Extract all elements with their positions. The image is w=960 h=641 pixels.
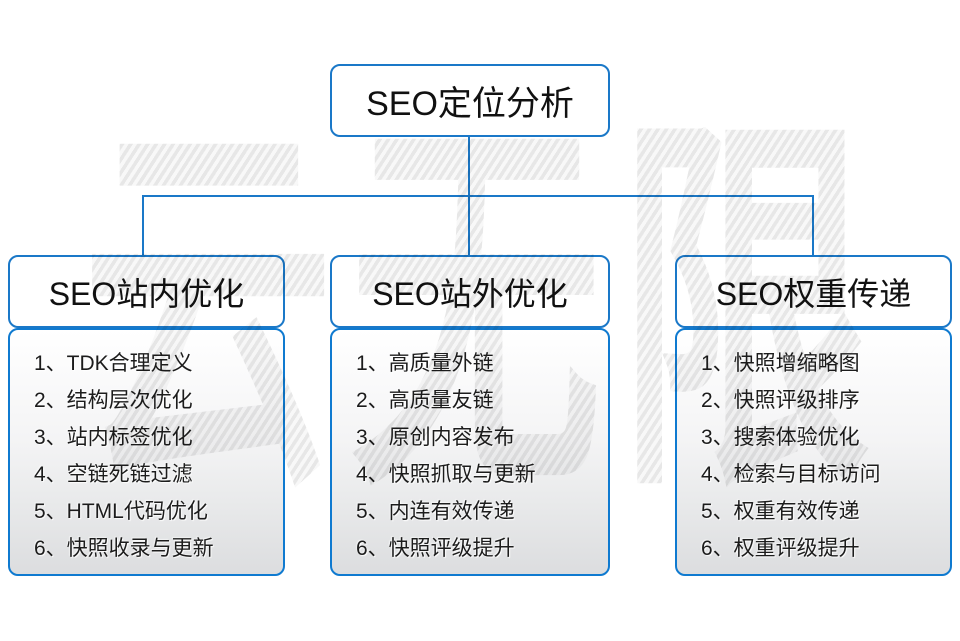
connector-horizontal-bus [142, 195, 814, 197]
list-item: 5、权重有效传递 [701, 500, 860, 523]
header-label: SEO站外优化 [372, 275, 568, 312]
connector-middle-vertical [468, 196, 470, 256]
header-label: SEO权重传递 [715, 275, 912, 312]
panel-onsite-optimization: 1、TDK合理定义 2、结构层次优化 3、站内标签优化 4、空链死链过滤 5、H… [8, 328, 285, 576]
list-item: 6、权重评级提升 [701, 537, 860, 560]
header-node-onsite-optimization: SEO站内优化 [8, 255, 285, 328]
header-node-offsite-optimization: SEO站外优化 [330, 255, 610, 328]
connector-root-vertical [468, 136, 470, 196]
list-item: 2、快照评级排序 [701, 389, 860, 412]
list-item: 4、检索与目标访问 [701, 463, 881, 486]
list-item: 1、高质量外链 [356, 352, 494, 375]
list-item: 5、内连有效传递 [356, 500, 515, 523]
root-node-seo-positioning-analysis: SEO定位分析 [330, 64, 610, 137]
onsite-item-list: 1、TDK合理定义 2、结构层次优化 3、站内标签优化 4、空链死链过滤 5、H… [10, 330, 283, 567]
list-item: 2、结构层次优化 [34, 389, 193, 412]
root-node-label: SEO定位分析 [366, 85, 574, 123]
offsite-item-list: 1、高质量外链 2、高质量友链 3、原创内容发布 4、快照抓取与更新 5、内连有… [332, 330, 608, 567]
weight-transfer-item-list: 1、快照增缩略图 2、快照评级排序 3、搜索体验优化 4、检索与目标访问 5、权… [677, 330, 950, 567]
list-item: 3、原创内容发布 [356, 426, 515, 449]
list-item: 4、快照抓取与更新 [356, 463, 536, 486]
connector-left-vertical [142, 196, 144, 256]
header-node-weight-transfer: SEO权重传递 [675, 255, 952, 328]
list-item: 5、HTML代码优化 [34, 500, 208, 523]
list-item: 6、快照评级提升 [356, 537, 515, 560]
list-item: 3、搜索体验优化 [701, 426, 860, 449]
list-item: 1、TDK合理定义 [34, 352, 193, 375]
header-label: SEO站内优化 [48, 275, 245, 312]
list-item: 6、快照收录与更新 [34, 537, 214, 560]
panel-offsite-optimization: 1、高质量外链 2、高质量友链 3、原创内容发布 4、快照抓取与更新 5、内连有… [330, 328, 610, 576]
panel-weight-transfer: 1、快照增缩略图 2、快照评级排序 3、搜索体验优化 4、检索与目标访问 5、权… [675, 328, 952, 576]
connector-right-vertical [812, 196, 814, 256]
list-item: 4、空链死链过滤 [34, 463, 193, 486]
list-item: 2、高质量友链 [356, 389, 494, 412]
list-item: 1、快照增缩略图 [701, 352, 860, 375]
list-item: 3、站内标签优化 [34, 426, 193, 449]
